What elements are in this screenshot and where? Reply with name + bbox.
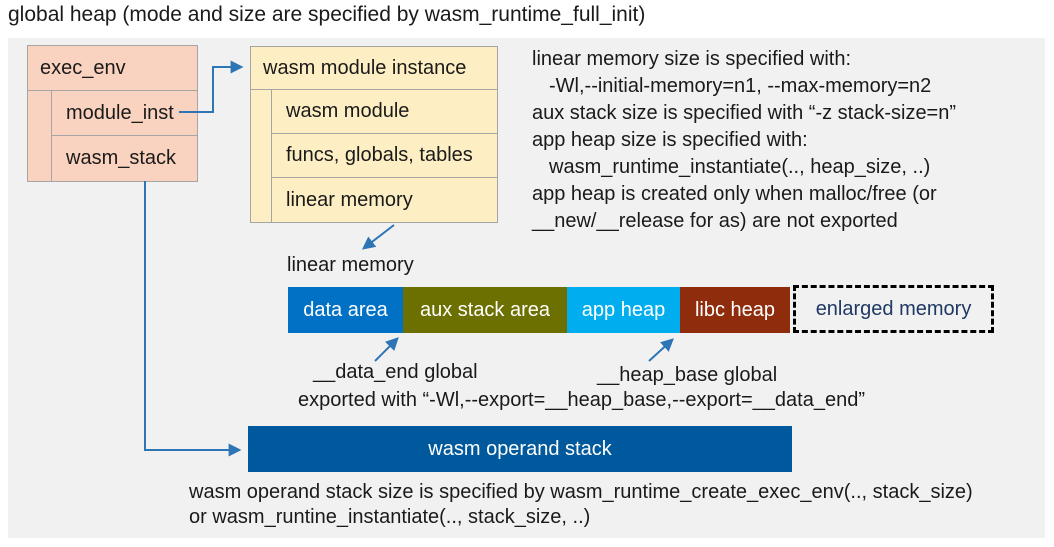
segment-app-heap: app heap — [567, 287, 680, 333]
note-line: __new/__release for as) are not exported — [532, 210, 898, 232]
segment-libc-heap: libc heap — [680, 287, 790, 333]
segment-enlarged-memory: enlarged memory — [793, 285, 994, 333]
module-instance-left-strip — [250, 89, 272, 223]
module-instance-header: wasm module instance — [250, 46, 498, 90]
heap-base-global-label: __heap_base global — [597, 364, 778, 386]
exec-env-header: exec_env — [27, 45, 198, 91]
exec-env-row-module-inst: module_inst — [51, 90, 198, 136]
segment-data-area: data area — [288, 287, 403, 333]
operand-stack-note-line1: wasm operand stack size is specified by … — [189, 481, 973, 503]
note-line: app heap size is specified with: — [532, 129, 808, 151]
data-end-global-label: __data_end global — [313, 361, 478, 383]
exec-env-left-strip — [27, 90, 52, 182]
exec-env-row-wasm-stack: wasm_stack — [51, 135, 198, 182]
note-line: linear memory size is specified with: — [532, 48, 851, 70]
wasm-operand-stack-bar: wasm operand stack — [248, 426, 792, 472]
module-instance-row-wasm-module: wasm module — [271, 89, 498, 134]
note-line: wasm_runtime_instantiate(.., heap_size, … — [549, 156, 931, 178]
note-line: app heap is created only when malloc/fre… — [532, 183, 937, 205]
operand-stack-note-line2: or wasm_runtine_instantiate(.., stack_si… — [189, 506, 591, 528]
page-title: global heap (mode and size are specified… — [8, 3, 646, 26]
segment-aux-stack-area: aux stack area — [403, 287, 567, 333]
module-instance-row-linear-memory: linear memory — [271, 177, 498, 223]
module-instance-row-funcs-globals-tables: funcs, globals, tables — [271, 133, 498, 178]
note-line: aux stack size is specified with “-z sta… — [532, 102, 957, 124]
memory-size-notes: linear memory size is specified with: -W… — [532, 46, 1032, 235]
note-line: -Wl,--initial-memory=n1, --max-memory=n2 — [549, 75, 932, 97]
exported-with-label: exported with “-Wl,--export=__heap_base,… — [298, 389, 865, 411]
linear-memory-label: linear memory — [287, 254, 414, 276]
